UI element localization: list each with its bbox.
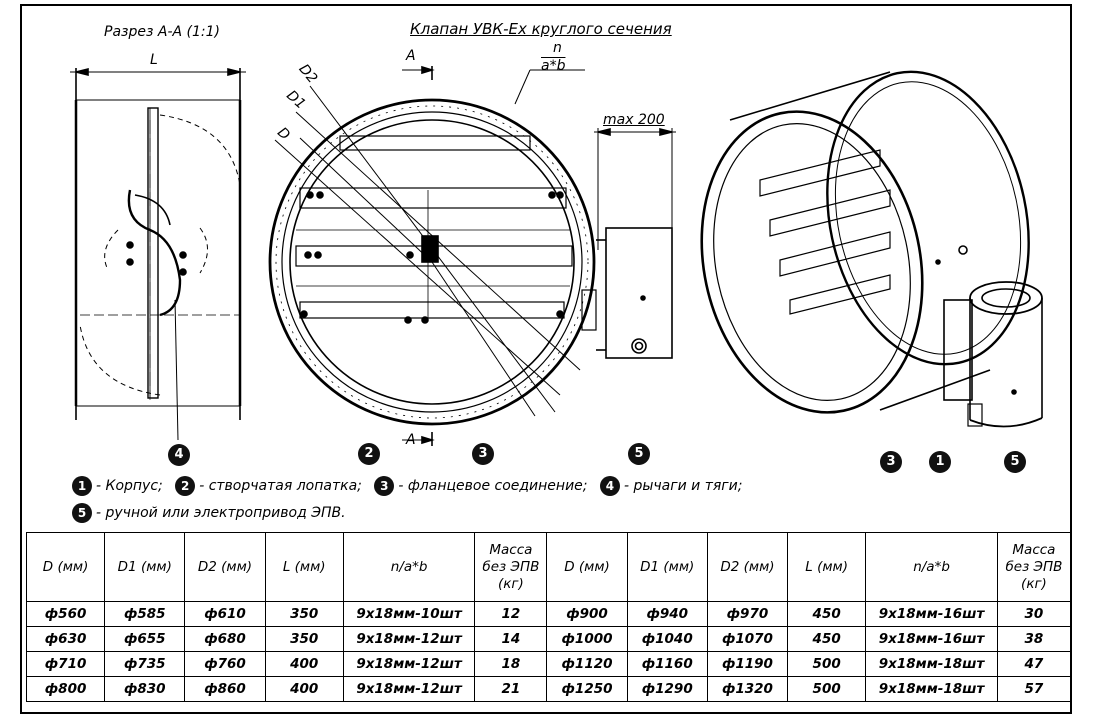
- spec-table: D (мм) D1 (мм) D2 (мм) L (мм) n/a*b Масс…: [25, 532, 1072, 702]
- table-cell: 12: [474, 601, 548, 627]
- front-view: [268, 65, 596, 446]
- table-cell: 9х18мм-12шт: [342, 626, 476, 652]
- table-cell: 9х18мм-16шт: [865, 601, 998, 627]
- actuator-side-view: [581, 127, 676, 359]
- section-mark-top: А: [406, 48, 416, 64]
- table-cell: 400: [264, 651, 344, 677]
- legend-item-3: - фланцевое соединение;: [398, 478, 588, 494]
- table-cell: ф680: [184, 626, 266, 652]
- legend-line-1: 1- Корпус; 2- створчатая лопатка; 3- фла…: [72, 476, 742, 496]
- col-header: Масса без ЭПВ (кг): [996, 532, 1072, 602]
- dim-max-label: max 200: [603, 112, 665, 128]
- col-header: Масса без ЭПВ (кг): [474, 532, 548, 602]
- dim-L-label: L: [150, 52, 158, 68]
- table-cell: 350: [264, 626, 344, 652]
- callout-5-iso: 5: [1004, 451, 1026, 473]
- col-header: D1 (мм): [626, 532, 708, 602]
- table-cell: 9х18мм-16шт: [865, 626, 998, 652]
- table-row: ф630 ф655 ф680 350 9х18мм-12шт 14 ф1000 …: [25, 626, 1072, 652]
- table-cell: 14: [474, 626, 548, 652]
- col-header: D2 (мм): [706, 532, 789, 602]
- table-cell: ф585: [104, 601, 186, 627]
- table-cell: ф800: [25, 676, 106, 702]
- legend-line-2: 5- ручной или электропривод ЭПВ.: [72, 503, 346, 523]
- table-cell: ф900: [546, 601, 628, 627]
- section-mark-bottom: А: [406, 432, 416, 448]
- table-cell: 450: [787, 601, 867, 627]
- legend-item-1: - Корпус;: [96, 478, 163, 494]
- table-cell: ф560: [25, 601, 106, 627]
- table-cell: ф735: [104, 651, 186, 677]
- table-row: ф800 ф830 ф860 400 9х18мм-12шт 21 ф1250 …: [25, 676, 1072, 702]
- table-row: ф560 ф585 ф610 350 9х18мм-10шт 12 ф900 ф…: [25, 601, 1072, 627]
- table-cell: ф610: [184, 601, 266, 627]
- drawing-frame: [20, 4, 1072, 714]
- table-cell: 350: [264, 601, 344, 627]
- table-cell: ф1290: [626, 676, 708, 702]
- table-cell: ф710: [25, 651, 106, 677]
- table-cell: ф1000: [546, 626, 628, 652]
- hole-count-label: n: [553, 40, 562, 56]
- legend-badge-2: 2: [175, 476, 196, 496]
- legend-item-5: - ручной или электропривод ЭПВ.: [96, 505, 346, 521]
- isometric-view: [700, 70, 1043, 428]
- col-header: L (мм): [787, 532, 867, 602]
- table-cell: ф1040: [626, 626, 708, 652]
- col-header: D (мм): [25, 532, 106, 602]
- table-cell: 38: [996, 626, 1072, 652]
- table-cell: 18: [474, 651, 548, 677]
- table-cell: ф760: [184, 651, 266, 677]
- table-cell: ф1190: [706, 651, 789, 677]
- hole-size-label: a*b: [541, 58, 566, 74]
- table-cell: ф1250: [546, 676, 628, 702]
- table-cell: ф970: [706, 601, 789, 627]
- legend-badge-4: 4: [599, 476, 620, 496]
- table-cell: ф630: [25, 626, 106, 652]
- col-header: D (мм): [546, 532, 628, 602]
- table-cell: 400: [264, 676, 344, 702]
- table-row: ф710 ф735 ф760 400 9х18мм-12шт 18 ф1120 …: [25, 651, 1072, 677]
- table-cell: 9х18мм-10шт: [342, 601, 476, 627]
- section-label: Разрез А-А (1:1): [104, 24, 220, 40]
- table-cell: 9х18мм-18шт: [865, 651, 998, 677]
- table-cell: ф1070: [706, 626, 789, 652]
- legend-item-2: - створчатая лопатка;: [199, 478, 362, 494]
- table-cell: 30: [996, 601, 1072, 627]
- table-cell: ф1120: [546, 651, 628, 677]
- section-view: [70, 67, 246, 441]
- table-cell: 9х18мм-12шт: [342, 651, 476, 677]
- drawing-title: Клапан УВК-Ех круглого сечения: [410, 20, 672, 38]
- legend-badge-5: 5: [72, 503, 92, 523]
- table-cell: ф655: [104, 626, 186, 652]
- table-cell: ф860: [184, 676, 266, 702]
- callout-3-iso: 3: [880, 451, 902, 473]
- callout-1-iso: 1: [929, 451, 951, 473]
- callout-5: 5: [628, 443, 650, 465]
- table-cell: ф1160: [626, 651, 708, 677]
- callout-4: 4: [168, 444, 190, 466]
- table-cell: 57: [996, 676, 1072, 702]
- table-cell: 21: [474, 676, 548, 702]
- col-header: D1 (мм): [104, 532, 186, 602]
- legend-item-4: - рычаги и тяги;: [623, 478, 743, 494]
- table-header-row: D (мм) D1 (мм) D2 (мм) L (мм) n/a*b Масс…: [25, 532, 1072, 602]
- col-header: n/a*b: [865, 532, 998, 602]
- table-cell: 500: [787, 676, 867, 702]
- col-header: L (мм): [264, 532, 344, 602]
- table-cell: ф940: [626, 601, 708, 627]
- table-cell: ф830: [104, 676, 186, 702]
- table-cell: 500: [787, 651, 867, 677]
- col-header: D2 (мм): [184, 532, 266, 602]
- legend-badge-3: 3: [374, 476, 395, 496]
- legend-badge-1: 1: [72, 476, 92, 496]
- technical-drawing: [70, 65, 1043, 446]
- table-cell: ф1320: [706, 676, 789, 702]
- table-cell: 450: [787, 626, 867, 652]
- table-cell: 9х18мм-12шт: [342, 676, 476, 702]
- callout-3: 3: [472, 443, 494, 465]
- table-cell: 9х18мм-18шт: [865, 676, 998, 702]
- col-header: n/a*b: [342, 532, 476, 602]
- table-cell: 47: [996, 651, 1072, 677]
- callout-2: 2: [358, 443, 380, 465]
